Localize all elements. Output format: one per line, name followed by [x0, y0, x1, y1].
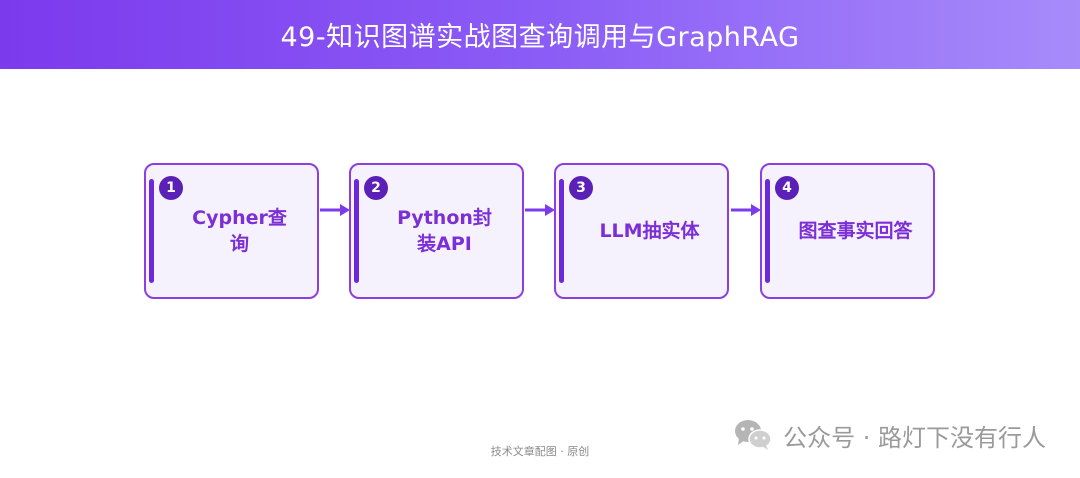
watermark-text: 公众号 · 路灯下没有行人 — [783, 423, 1046, 452]
wechat-icon — [735, 420, 772, 450]
step-number-badge: 3 — [569, 176, 593, 200]
step-box-4: 4 图查事实回答 — [760, 163, 935, 299]
header-banner: 49-知识图谱实战图查询调用与GraphRAG — [0, 0, 1080, 69]
step-label: Python封 装API — [377, 165, 512, 297]
step-accent-bar — [354, 179, 359, 283]
step-label-line: Cypher查 — [192, 207, 287, 229]
step-label-line: 装API — [417, 233, 472, 255]
step-box-2: 2 Python封 装API — [349, 163, 524, 299]
arrow-icon — [320, 204, 350, 216]
step-label: 图查事实回答 — [788, 165, 923, 297]
step-accent-bar — [765, 179, 770, 283]
footer-caption: 技术文章配图 · 原创 — [490, 445, 590, 458]
step-number-badge: 2 — [364, 176, 388, 200]
step-accent-bar — [559, 179, 564, 283]
step-label: Cypher查 询 — [172, 165, 307, 297]
step-accent-bar — [149, 179, 154, 283]
step-label: LLM抽实体 — [582, 165, 717, 297]
step-number-badge: 4 — [775, 176, 799, 200]
step-label-line: Python封 — [397, 207, 492, 229]
step-number-badge: 1 — [159, 176, 183, 200]
step-box-1: 1 Cypher查 询 — [144, 163, 319, 299]
step-label-line: 图查事实回答 — [798, 220, 913, 242]
watermark: 公众号 · 路灯下没有行人 — [733, 418, 1046, 452]
step-box-3: 3 LLM抽实体 — [554, 163, 729, 299]
arrow-icon — [731, 204, 761, 216]
step-label-line: LLM抽实体 — [599, 220, 700, 242]
page-title: 49-知识图谱实战图查询调用与GraphRAG — [280, 22, 800, 53]
step-label-line: 询 — [229, 233, 249, 255]
arrow-icon — [525, 204, 555, 216]
